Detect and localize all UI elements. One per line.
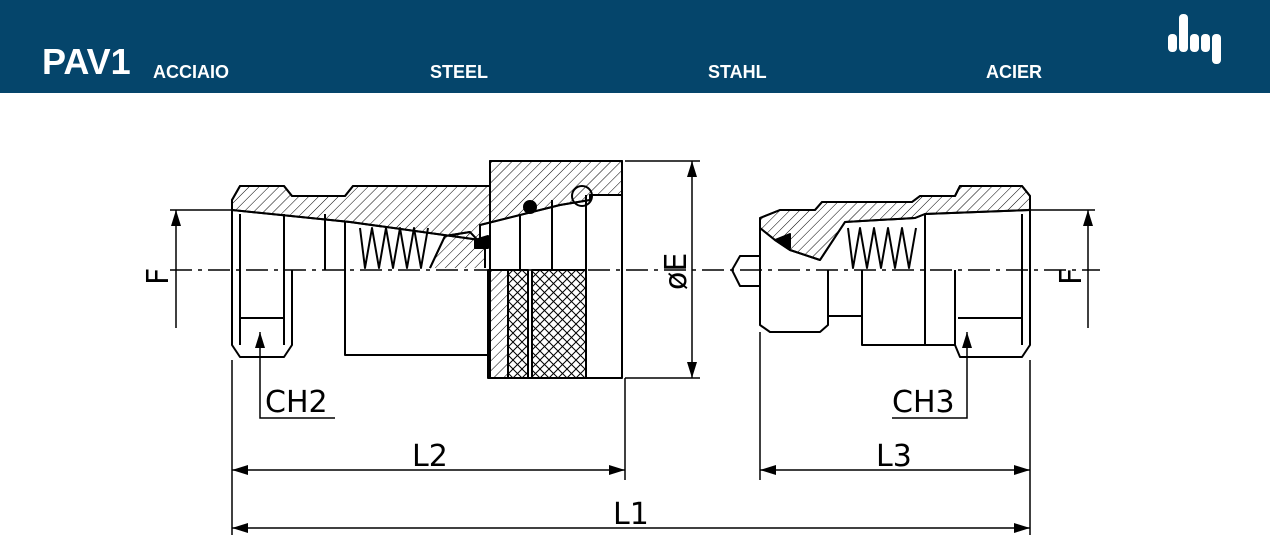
product-code: PAV1 <box>42 41 131 82</box>
material-label-fr: ACIER <box>986 62 1043 82</box>
technical-drawing: F F øE CH2 CH3 L2 L3 L1 <box>141 160 1100 535</box>
dmp-logo-icon <box>1168 14 1221 64</box>
dimension-label-ch3: CH3 <box>892 385 955 420</box>
dimension-label-f-left: F <box>141 268 176 285</box>
dimension-label-l3: L3 <box>876 439 912 474</box>
dimension-label-l1: L1 <box>613 497 649 532</box>
dimension-label-l2: L2 <box>412 439 448 474</box>
material-label-de: STAHL <box>708 62 767 82</box>
dimension-label-ch2: CH2 <box>265 385 328 420</box>
dimension-label-diameter-e: øE <box>659 253 694 290</box>
plug-coupling <box>731 185 1031 358</box>
material-label-it: ACCIAIO <box>153 62 229 82</box>
socket-coupling <box>231 160 623 379</box>
dimension-label-f-right: F <box>1054 268 1089 285</box>
material-label-en: STEEL <box>430 62 489 82</box>
header-bar: PAV1 ACCIAIO STEEL STAHL ACIER <box>0 0 1270 93</box>
